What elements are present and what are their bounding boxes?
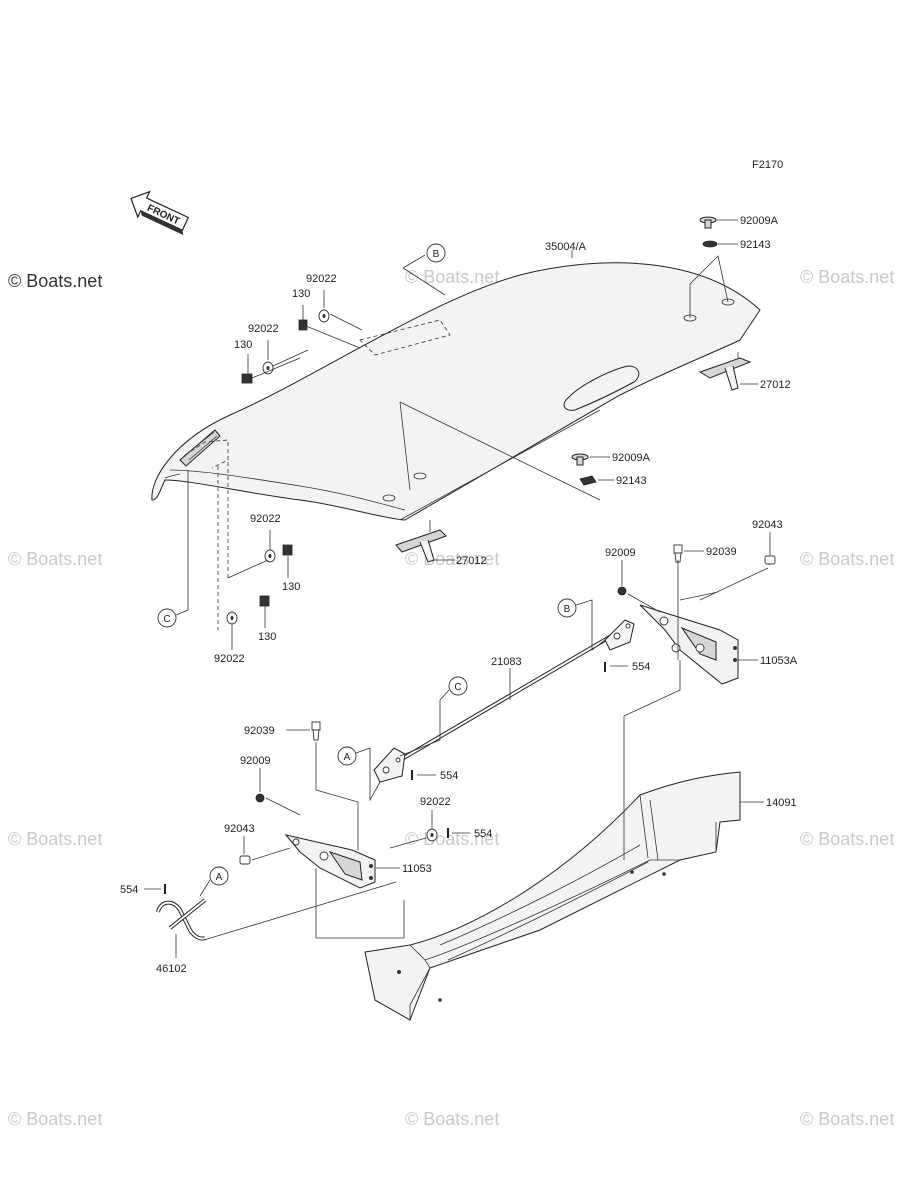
svg-text:A: A [216,872,223,883]
washer-92022-c-icon [264,549,276,563]
washer-92022-e-icon [426,828,438,842]
washer-92022-b-icon [262,361,274,375]
label-92043-left: 92043 [224,823,255,835]
svg-text:C: C [454,682,461,693]
watermark: © Boats.net [8,829,102,849]
svg-text:A: A [344,752,351,763]
label-92022-b: 92022 [248,323,279,335]
label-46102: 46102 [156,963,187,975]
watermark: © Boats.net [405,1109,499,1129]
ref-C-mid: C [448,676,468,696]
label-92043-right: 92043 [752,519,783,531]
svg-text:B: B [564,604,571,615]
tray-14091-icon [364,771,741,1021]
figure-code: F2170 [752,159,783,171]
label-27012-right: 27012 [760,379,791,391]
bolt-92043-right-icon [764,555,776,565]
label-130-c: 130 [282,581,300,593]
label-92009-right: 92009 [605,547,636,559]
label-130-b: 130 [234,339,252,351]
bolt-92043-left-icon [239,855,251,865]
ref-A-lower: A [209,866,229,886]
label-130-d: 130 [258,631,276,643]
bracket-27012-mid-icon [395,529,447,563]
clip-92009A-mid-icon [571,453,589,466]
ref-B-upper: B [426,243,446,263]
grommet-92143-top-icon [702,240,718,248]
watermark: © Boats.net [800,549,894,569]
svg-text:C: C [163,614,170,625]
clip-92009A-top-icon [699,216,717,229]
washer-92022-a-icon [318,309,330,323]
label-27012-mid: 27012 [456,555,487,567]
label-92009A-top: 92009A [740,215,779,227]
bolt-130-a-icon [298,305,308,331]
label-14091: 14091 [766,797,797,809]
label-21083: 21083 [491,656,522,668]
label-11053: 11053 [402,863,432,875]
bracket-11053-icon [284,834,376,889]
handle-46102-icon [156,898,207,941]
washer-92022-d-icon [226,611,238,625]
bolt-130-c-icon [282,544,293,556]
watermark: © Boats.net [8,549,102,569]
watermark: © Boats.net [405,267,499,287]
watermark: © Boats.net [8,271,102,291]
watermark: © Boats.net [8,1109,102,1129]
rod-21083-icon [373,619,635,783]
label-554-mid: 554 [440,770,458,782]
bracket-27012-right-icon [698,357,752,391]
label-92022-a: 92022 [306,273,337,285]
watermark: © Boats.net [800,829,894,849]
grommet-92143-mid-icon [579,475,597,486]
label-92022-d: 92022 [214,653,245,665]
watermarks: © Boats.net © Boats.net © Boats.net © Bo… [8,267,894,1129]
label-92039-left: 92039 [244,725,275,737]
label-92143-mid: 92143 [616,475,647,487]
label-554-left: 554 [120,884,138,896]
label-92143-top: 92143 [740,239,771,251]
ref-C-left: C [157,608,177,628]
ref-B-lower: B [557,598,577,618]
svg-text:B: B [433,249,440,260]
label-554-low: 554 [474,828,492,840]
label-35004A: 35004/A [545,241,587,253]
label-92022-e: 92022 [420,796,451,808]
bolt-130-d-icon [259,595,270,607]
screw-92009-left-icon [255,793,265,803]
rivet-92039-right-icon [673,544,683,563]
bracket-11053A-icon [639,604,739,685]
watermark: © Boats.net [800,1109,894,1129]
label-11053A: 11053A [760,655,798,667]
label-92022-c: 92022 [250,513,281,525]
label-130-a: 130 [292,288,310,300]
ref-A-upper: A [337,746,357,766]
label-92009-left: 92009 [240,755,271,767]
rivet-92039-left-icon [311,721,321,741]
screw-92009-right-icon [617,586,627,596]
front-arrow-icon: FRONT [130,190,190,236]
cover-35004A [151,254,761,521]
bolt-130-b-icon [241,354,253,384]
label-92039-right: 92039 [706,546,737,558]
label-554-right: 554 [632,661,650,673]
label-92009A-mid: 92009A [612,452,651,464]
watermark: © Boats.net [800,267,894,287]
